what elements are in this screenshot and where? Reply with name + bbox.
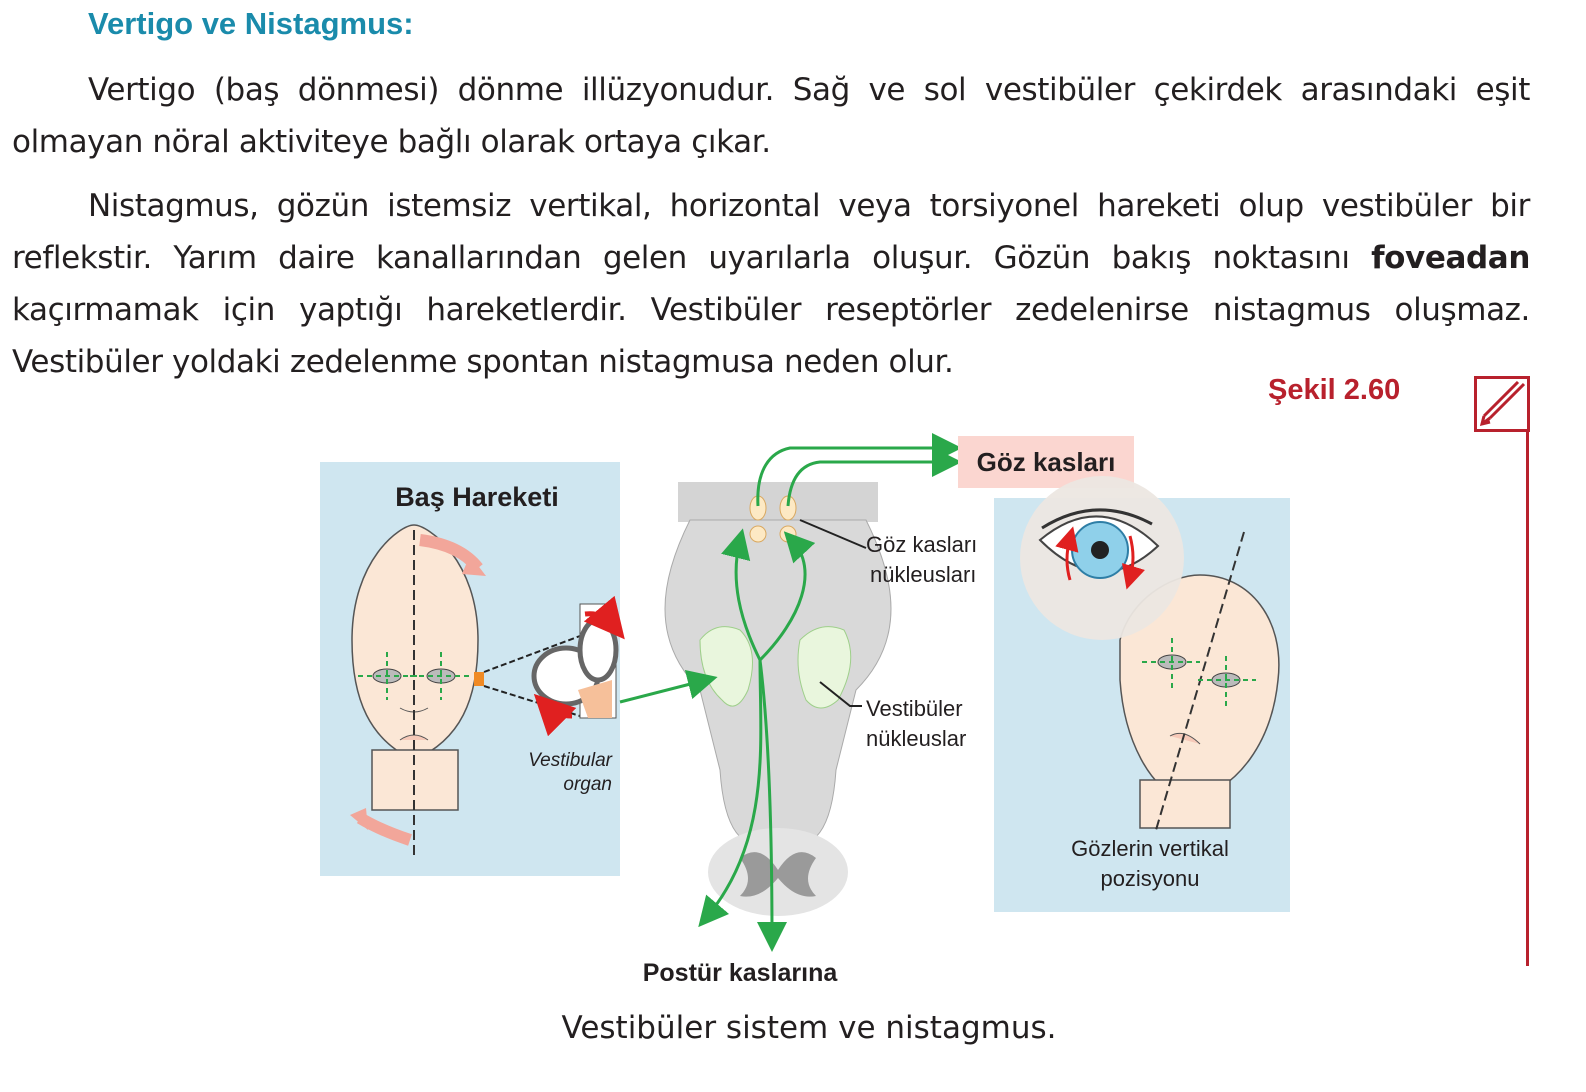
bold-term: foveadan — [1371, 240, 1530, 276]
figure-number: Şekil 2.60 — [1268, 374, 1401, 406]
eye-muscles-label: Göz kasları — [977, 447, 1116, 477]
eye-nuclei-label-2: nükleusları — [870, 562, 976, 587]
vestibular-organ-label-1: Vestibular — [528, 750, 612, 771]
vestibular-organ-label-2: organ — [563, 774, 612, 795]
postural-muscles-label: Postür kaslarına — [643, 959, 839, 987]
eye-nuclei-label-1: Göz kasları — [866, 532, 977, 557]
paragraph-vertigo: Vertigo (baş dönmesi) dönme illüzyonudur… — [12, 72, 1530, 160]
neural-pathways — [619, 433, 962, 952]
head-movement-panel: Baş Hareketi Vestibular organ — [320, 462, 625, 876]
margin-rule — [1526, 430, 1529, 966]
brainstem — [664, 482, 892, 916]
paragraph-nystagmus: Nistagmus, gözün istemsiz vertikal, hori… — [12, 188, 1530, 380]
vestibular-nuclei-label-2: nükleuslar — [866, 726, 966, 751]
section-heading: Vertigo ve Nistagmus: — [88, 6, 414, 41]
pencil-icon — [1474, 376, 1530, 432]
eye-position-panel: Gözlerin vertikal pozisyonu — [994, 476, 1290, 912]
figure-caption: Vestibüler sistem ve nistagmus. — [561, 1010, 1057, 1046]
vertical-position-label-1: Gözlerin vertikal — [1071, 836, 1229, 861]
head-movement-label: Baş Hareketi — [395, 482, 559, 512]
vestibular-nuclei-label-1: Vestibüler — [866, 696, 963, 721]
vertical-position-label-2: pozisyonu — [1100, 866, 1199, 891]
